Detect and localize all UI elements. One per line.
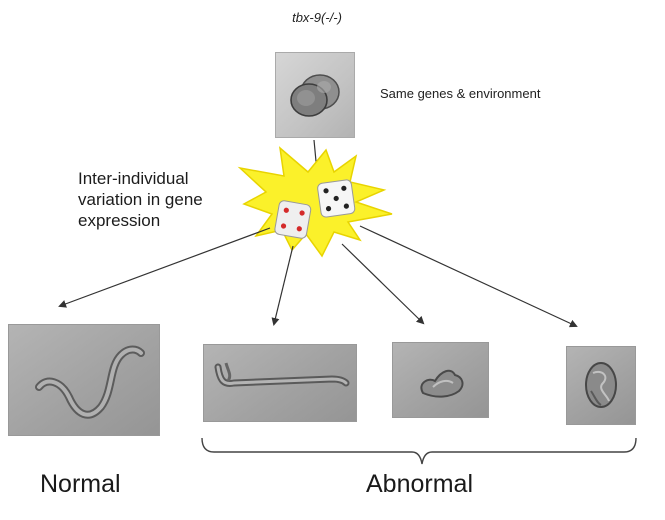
arrow-embryo-to-dice (312, 139, 321, 174)
arrow-to-abnormal-1 (271, 245, 294, 326)
white-die (317, 179, 356, 218)
abnormal-worm-micrograph-2 (392, 342, 489, 418)
abnormal-bracket (201, 437, 637, 465)
normal-label: Normal (40, 470, 121, 498)
variation-label: Inter-individual variation in gene expre… (78, 168, 248, 231)
normal-worm-micrograph (8, 324, 160, 436)
abnormal-worm-image-2 (420, 369, 464, 398)
abnormal-worm-micrograph-1 (203, 344, 357, 422)
embryo-micrograph (275, 52, 355, 138)
abnormal-worm-image-3 (585, 362, 617, 408)
arrow-to-abnormal-3 (359, 225, 578, 328)
red-pip-die (274, 200, 312, 239)
arrow-to-abnormal-2 (341, 243, 425, 325)
starburst (237, 146, 393, 258)
same-genes-environment-label: Same genes & environment (380, 86, 541, 101)
abnormal-worm-image-1 (214, 362, 350, 387)
abnormal-worm-micrograph-3 (566, 346, 636, 425)
variation-line-1: Inter-individual (78, 169, 189, 188)
variation-line-3: expression (78, 211, 161, 230)
abnormal-label: Abnormal (366, 470, 473, 498)
arrow-to-normal (58, 227, 271, 308)
embryo-image (290, 74, 340, 117)
variation-line-2: variation in gene (78, 190, 203, 209)
genotype-label: tbx-9(-/-) (292, 10, 342, 25)
normal-worm-image (35, 345, 145, 419)
